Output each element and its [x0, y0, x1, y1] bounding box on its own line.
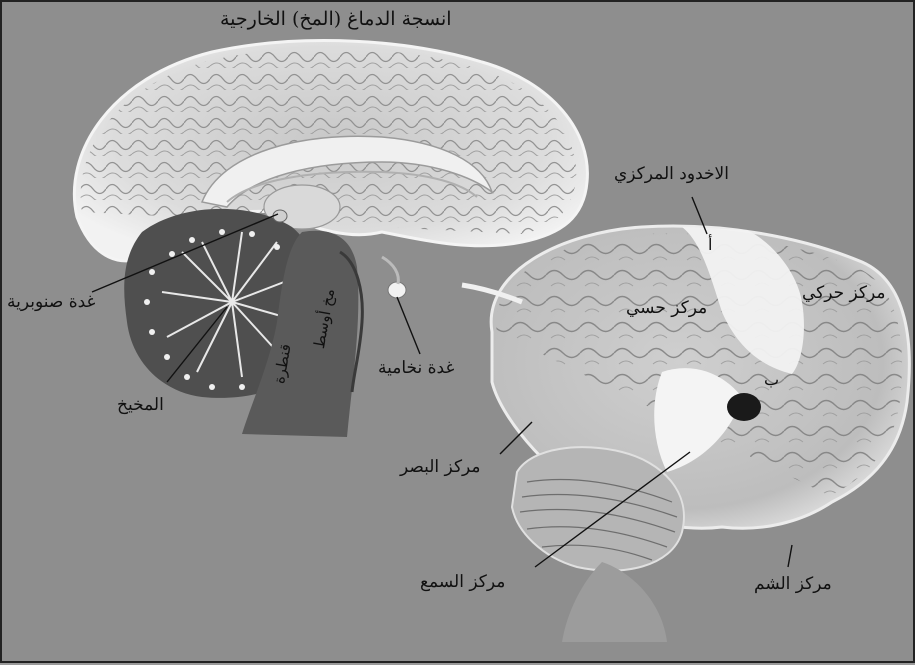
label-visual-center: مركز البصر: [400, 457, 481, 477]
label-motor-center: مركز حركي: [802, 283, 886, 303]
label-letter-b: ب: [764, 370, 779, 389]
label-cortex: انسجة الدماغ (المخ) الخارجية: [220, 8, 452, 30]
label-pituitary-gland: غدة نخامية: [378, 358, 454, 378]
label-letter-a: أ: [708, 235, 712, 254]
label-pineal-gland: غدة صنوبرية: [7, 292, 95, 312]
label-central-sulcus: الاخدود المركزي: [614, 164, 729, 184]
label-auditory-center: مركز السمع: [420, 572, 505, 592]
label-cerebellum: المخيخ: [117, 395, 164, 415]
label-sensory-center: مركز حسي: [626, 298, 707, 318]
label-smell-center: مركز الشم: [754, 574, 832, 594]
